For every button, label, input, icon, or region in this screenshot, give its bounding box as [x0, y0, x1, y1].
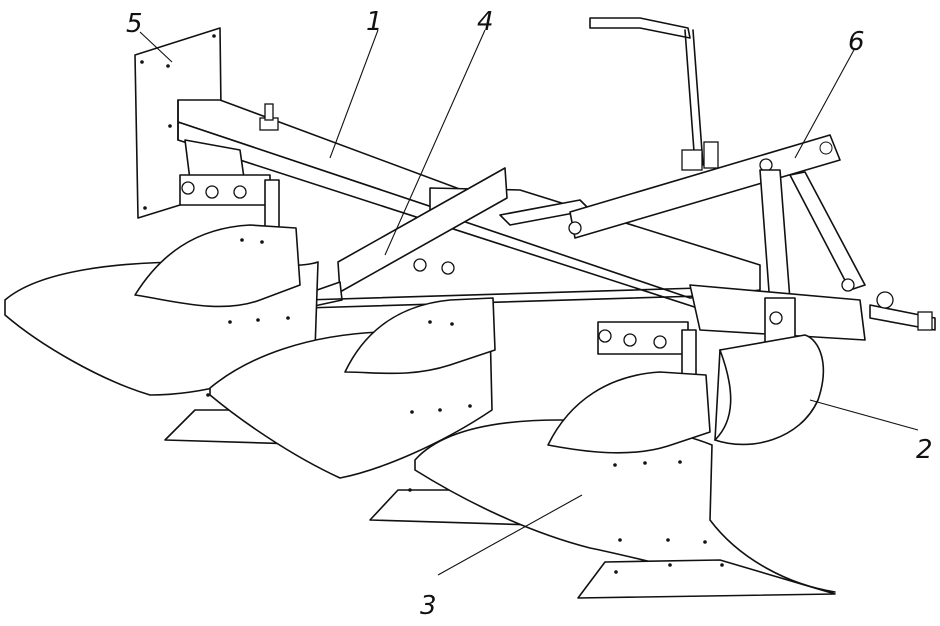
- adjustment-handle: [589, 17, 719, 171]
- leader-6: [794, 47, 856, 159]
- leader-lines: [139, 29, 919, 576]
- hitch-top-link: [568, 134, 841, 239]
- plow-body-left: [4, 174, 331, 446]
- callouts: 1 2 3 4 5 6: [126, 7, 933, 621]
- callout-2: 2: [916, 435, 933, 465]
- callout-6: 6: [848, 27, 865, 57]
- plow-body-front: [414, 321, 836, 599]
- leader-5: [139, 31, 173, 63]
- leader-2: [809, 399, 919, 431]
- callout-3: 3: [420, 591, 437, 621]
- leader-1: [329, 29, 379, 159]
- callout-1: 1: [366, 7, 383, 37]
- callout-5: 5: [126, 9, 143, 39]
- disc-coulter: [714, 334, 825, 446]
- hitch-frame: [689, 169, 936, 373]
- callout-4: 4: [477, 7, 494, 37]
- leader-3: [437, 494, 583, 576]
- leader-4: [384, 29, 486, 256]
